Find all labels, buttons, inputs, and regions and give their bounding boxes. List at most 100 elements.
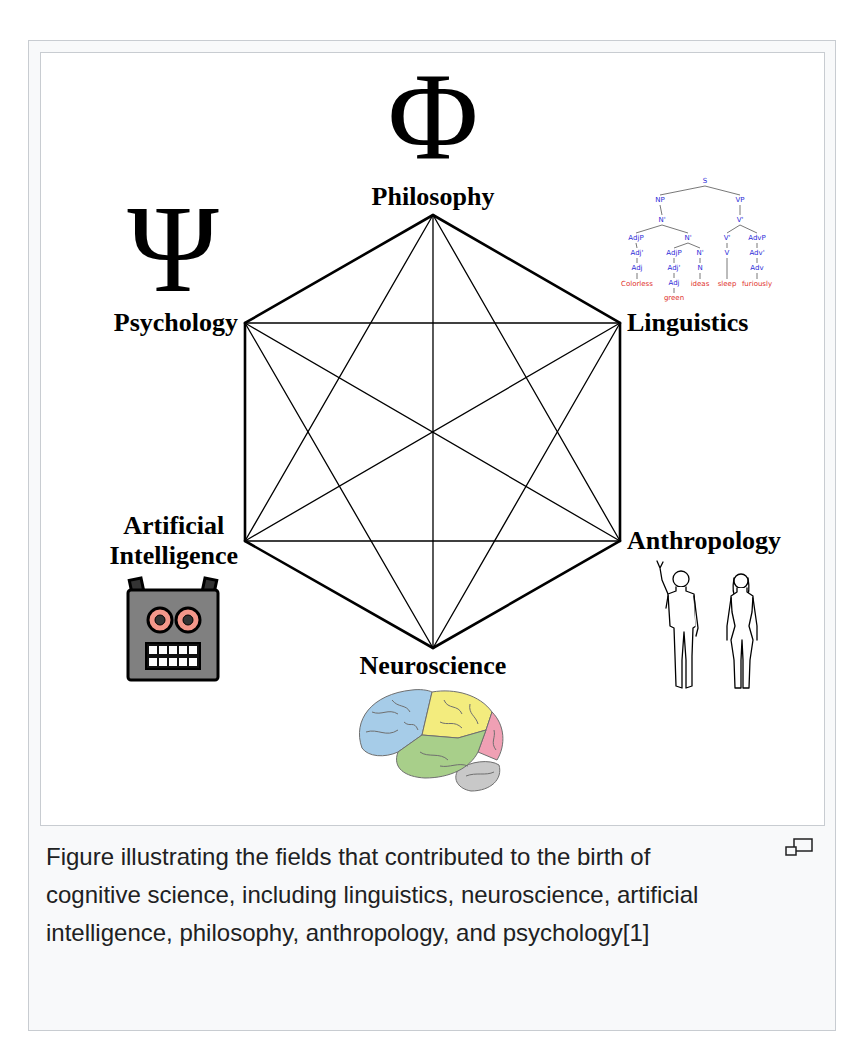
brain-illustration: [359, 690, 502, 791]
syntax-tree-word: ideas: [691, 281, 710, 288]
syntax-tree-branches: [636, 186, 757, 293]
field-node: Anthropology: [620, 523, 788, 559]
field-label: Philosophy: [372, 182, 495, 212]
field-link: [244, 323, 247, 541]
robot-icon: [128, 578, 218, 680]
greek-symbol: Ψ: [127, 188, 219, 312]
syntax-tree-category: V': [737, 217, 744, 224]
syntax-tree-branches-part: [660, 186, 705, 195]
robot-icon-part-part: [169, 646, 177, 654]
syntax-tree-branches-part: [705, 186, 740, 195]
syntax-tree-branches-part: [700, 258, 701, 263]
field-link: [245, 323, 433, 648]
figure-frame: [29, 41, 836, 1031]
syntax-tree-branches-part: [637, 273, 638, 279]
figure-frame-part: [29, 41, 836, 1031]
syntax-tree-category: N: [697, 265, 702, 272]
robot-icon-part: [155, 615, 165, 625]
syntax-tree-branches-part: [757, 273, 758, 279]
syntax-tree-category: N': [696, 250, 703, 257]
human-figures-part: [668, 587, 696, 688]
brain-illustration-part: [366, 700, 496, 776]
syntax-tree-category: NP: [655, 197, 664, 204]
robot-icon-part-part: [189, 646, 197, 654]
robot-icon-part-part: [189, 658, 197, 666]
syntax-tree-word: green: [664, 295, 684, 302]
human-figures-part: [666, 596, 698, 636]
syntax-tree-branches-part: [636, 225, 662, 233]
syntax-tree-category: Adv': [749, 250, 764, 257]
syntax-tree-branches-part: [700, 273, 701, 279]
syntax-tree-category: V': [724, 235, 731, 242]
human-figures-part: [734, 574, 748, 588]
syntax-tree-category: VP: [735, 197, 744, 204]
field-label: Linguistics: [627, 308, 748, 338]
robot-icon-part-part: [159, 646, 167, 654]
syntax-tree-category: Adj': [631, 250, 644, 257]
syntax-tree-branches-part: [757, 243, 758, 248]
human-figures-part: [731, 588, 753, 688]
syntax-tree-category: Adj: [668, 280, 679, 287]
field-link: [245, 541, 433, 648]
field-link: [433, 215, 620, 323]
robot-icon-part: [128, 590, 218, 680]
syntax-tree-branches-part: [740, 205, 741, 215]
robot-icon-part: [176, 608, 200, 632]
syntax-tree-branches-part: [727, 258, 728, 279]
robot-icon-part-part: [149, 646, 157, 654]
field-label: Psychology: [114, 308, 238, 338]
syntax-tree-word: Colorless: [621, 281, 653, 288]
field-link: [245, 215, 433, 323]
syntax-tree-category: S: [703, 178, 707, 185]
robot-icon-part: [146, 643, 200, 669]
syntax-tree-category: Adj: [631, 265, 642, 272]
field-node: Neuroscience: [353, 648, 514, 684]
robot-icon-part-part: [169, 658, 177, 666]
robot-icon-part: [149, 646, 197, 666]
syntax-tree-branches-part: [674, 288, 675, 293]
syntax-tree-branches-part: [674, 273, 675, 278]
robot-icon-part-part: [149, 658, 157, 666]
enlarge-icon: [786, 839, 812, 855]
robot-icon-part-part: [179, 658, 187, 666]
field-node: Philosophy: [365, 179, 502, 215]
field-node: Linguistics: [620, 305, 755, 341]
syntax-tree-category: N': [658, 217, 665, 224]
brain-illustration-part: [397, 730, 486, 778]
field-link: [619, 323, 622, 541]
syntax-tree-category: AdvP: [748, 235, 765, 242]
syntax-tree-branches-part: [740, 225, 757, 233]
human-figures: [657, 561, 757, 688]
field-link: [245, 322, 620, 323]
syntax-tree-word: sleep: [718, 281, 737, 288]
syntax-tree-branches-part: [636, 243, 637, 248]
syntax-tree-branches-part: [688, 243, 700, 248]
syntax-tree-branches-part: [757, 258, 758, 263]
robot-icon-part-part: [159, 658, 167, 666]
syntax-tree-branches-part: [660, 205, 662, 215]
syntax-tree-branches-part: [637, 258, 638, 263]
robot-icon-part-part: [179, 646, 187, 654]
field-link: [245, 540, 620, 541]
syntax-tree-category: N': [684, 235, 691, 242]
human-figures-part: [657, 561, 668, 594]
robot-icon-part: [183, 615, 193, 625]
syntax-tree-branches-part: [727, 243, 728, 248]
syntax-tree-category: AdjP: [666, 250, 681, 257]
enlarge-icon-part: [786, 847, 796, 855]
field-link: [245, 323, 620, 541]
greek-symbol: Φ: [388, 56, 479, 180]
syntax-tree-branches-part: [727, 225, 740, 233]
syntax-tree-category: Adj': [668, 265, 681, 272]
syntax-tree-branches-part: [662, 225, 688, 233]
syntax-tree-branches-part: [674, 243, 688, 248]
field-link: [245, 323, 620, 541]
field-label: Artificial Intelligence: [109, 511, 238, 571]
syntax-tree-branches-part: [674, 258, 675, 263]
syntax-tree-word: furiously: [742, 281, 772, 288]
figure-caption: Figure illustrating the fields that cont…: [46, 838, 746, 952]
human-figures-part: [673, 571, 689, 587]
field-label: Anthropology: [627, 526, 781, 556]
field-link: [433, 323, 620, 648]
field-label: Neuroscience: [360, 651, 507, 681]
